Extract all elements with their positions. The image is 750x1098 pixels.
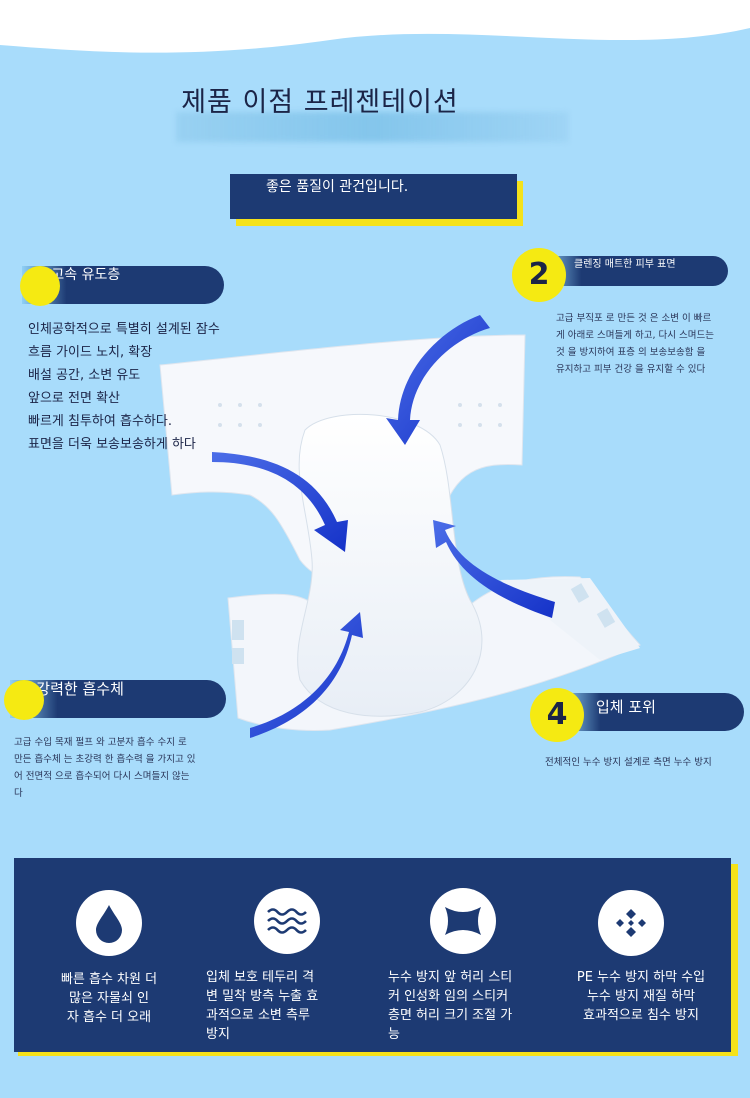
wave-lines-icon	[267, 908, 307, 934]
bottom-feature-3-text: 누수 방지 앞 허리 스티 커 인성화 임의 스티커 층면 허리 크기 조절 가…	[388, 970, 513, 1042]
feature-1-description: 인체공학적으로 특별히 설계된 잠수 흐름 가이드 노치, 확장 배설 공간, …	[28, 322, 220, 452]
water-drop-icon	[96, 905, 122, 943]
quality-banner: 좋은 품질이 관건입니다.	[230, 174, 517, 219]
bottom-feature-2-text: 입체 보호 테두리 격 변 밀착 방측 누출 효 과적으로 소변 측루 방지	[206, 970, 319, 1042]
feature-3-dot	[4, 680, 44, 720]
feature-2-label: 클렌징 매트한 피부 표면	[574, 259, 676, 270]
bottom-feature-3-circle	[430, 888, 496, 954]
feature-4-label: 입체 포위	[596, 698, 656, 716]
bottom-feature-1-text: 빠른 흡수 차원 더 많은 자물쇠 인 자 흡수 더 오래	[60, 972, 158, 1025]
waist-tape-icon	[445, 907, 481, 935]
top-wave-decoration	[0, 0, 750, 53]
bottom-feature-4-text: PE 누수 방지 하막 수입 누수 방지 재질 하막 효과적으로 침수 방지	[576, 970, 706, 1023]
feature-2-label-pill: 클렌징 매트한 피부 표면	[540, 256, 728, 286]
feature-1-dot	[20, 266, 60, 306]
page-title: 제품 이점 프레젠테이션	[181, 87, 459, 118]
feature-4-description: 전체적인 누수 방지 설계로 측면 누수 방지	[545, 757, 712, 768]
bottom-feature-1-circle	[76, 890, 142, 956]
feature-4-number-badge: 4	[530, 688, 584, 742]
bottom-feature-2-circle	[254, 888, 320, 954]
diamond-grid-icon	[616, 909, 646, 937]
title-underlay-decoration	[176, 112, 568, 142]
feature-3-label: 3.강력한 흡수체	[22, 680, 124, 698]
feature-4-label-pill: 입체 포위	[560, 693, 744, 731]
bottom-feature-4-circle	[598, 890, 664, 956]
feature-3-label-pill: 3.강력한 흡수체	[10, 680, 226, 718]
bottom-features-panel	[14, 858, 731, 1052]
feature-2-number-badge: 2	[512, 248, 566, 302]
feature-2-description: 고급 부직포 로 만든 것 은 소변 이 빠르 게 아래로 스며들게 하고, 다…	[556, 313, 714, 375]
feature-3-description: 고급 수입 목재 펄프 와 고분자 흡수 수지 로 만든 흡수체 는 초강력 한…	[14, 737, 196, 799]
